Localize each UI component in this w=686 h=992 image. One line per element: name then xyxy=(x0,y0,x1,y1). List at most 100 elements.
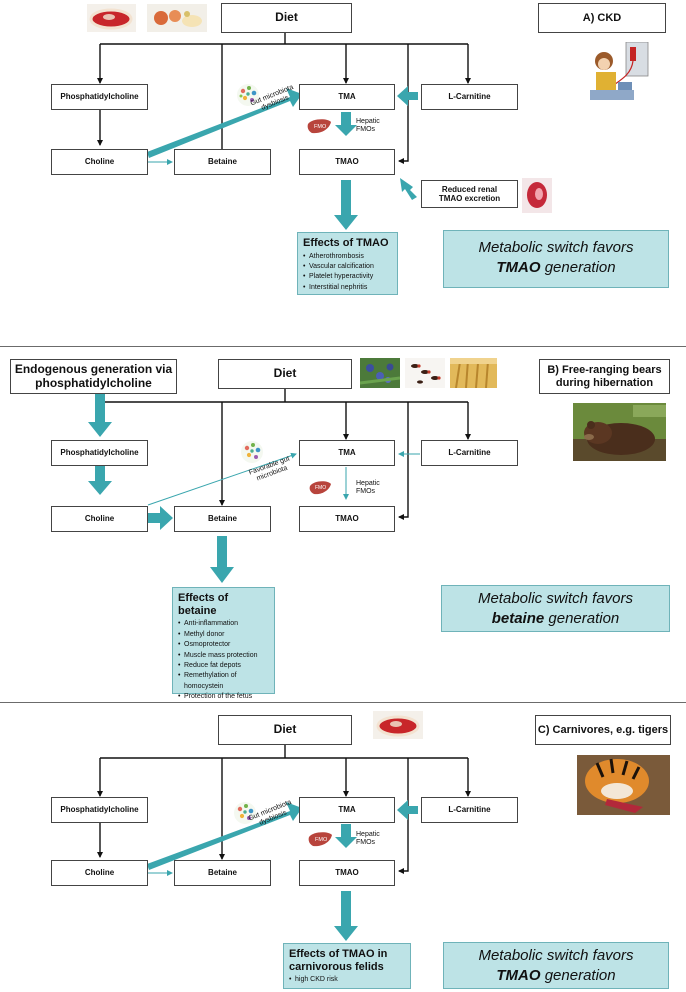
microbiota-icon xyxy=(240,440,264,464)
effect-item: Anti-inflammation xyxy=(178,619,269,630)
diet-box: Diet xyxy=(221,3,352,33)
renal-tmao-arrow xyxy=(400,178,417,200)
betaine-box: Betaine xyxy=(174,860,271,886)
seafood-icon xyxy=(147,4,207,32)
effect-item: Vascular calcification xyxy=(303,262,392,273)
microbiota-icon xyxy=(236,83,260,107)
fmo-tag: FMO xyxy=(315,837,328,843)
diet-box: Diet xyxy=(218,359,352,389)
metabolic-switch-box: Metabolic switch favors TMAO generation xyxy=(443,230,669,288)
thick-arrows xyxy=(147,800,418,941)
betaine-box: Betaine xyxy=(174,506,271,532)
effect-item: Methyl donor xyxy=(178,630,269,641)
phosphatidylcholine-box: Phosphatidylcholine xyxy=(51,440,148,466)
bear-photo xyxy=(573,403,666,461)
reduced-renal-box: Reduced renal TMAO excretion xyxy=(421,180,518,208)
panel-b: FMO Endogenous generation via phosphatid… xyxy=(0,347,686,703)
tmao-box: TMAO xyxy=(299,860,395,886)
meat-icon xyxy=(87,4,136,32)
endogenous-generation-box: Endogenous generation via phosphatidylch… xyxy=(10,359,177,394)
choline-box: Choline xyxy=(51,149,148,175)
panel-title: A) CKD xyxy=(538,3,666,33)
hepatic-fmos-label: Hepatic FMOs xyxy=(356,118,380,133)
metabolic-switch-box: Metabolic switch favors betaine generati… xyxy=(441,585,670,632)
switch-emphasis: betaine xyxy=(491,610,545,627)
thick-arrows xyxy=(147,86,418,230)
betaine-box: Betaine xyxy=(174,149,271,175)
l-carnitine-box: L-Carnitine xyxy=(421,440,518,466)
meat-icon xyxy=(373,711,423,739)
diet-connectors xyxy=(97,32,471,171)
effects-title: Effects of TMAO in carnivorous felids xyxy=(289,948,388,973)
diet-connectors xyxy=(97,745,471,874)
hepatic-fmos-label: Hepatic FMOs xyxy=(356,480,380,495)
panel-title: B) Free-ranging bears during hibernation xyxy=(539,359,670,394)
choline-tma-thin-arrow xyxy=(147,452,297,506)
switch-line3: generation xyxy=(540,967,616,984)
tma-tmao-arrow xyxy=(335,824,357,848)
liver-icon: FMO xyxy=(306,118,332,135)
effects-of-tmao-felids-box: Effects of TMAO in carnivorous felids hi… xyxy=(283,943,411,989)
choline-betaine-arrow xyxy=(148,506,173,530)
dialysis-patient-illustration xyxy=(586,42,656,108)
liver-icon: FMO xyxy=(308,480,332,496)
effects-list: Anti-inflammation Methyl donor Osmoprote… xyxy=(178,619,269,703)
tmao-effects-arrow xyxy=(334,180,358,230)
tmao-box: TMAO xyxy=(299,149,395,175)
effect-item: Muscle mass protection xyxy=(178,651,269,662)
microbiota-icon xyxy=(233,801,257,825)
kidney-icon xyxy=(522,178,552,213)
tmao-box: TMAO xyxy=(299,506,395,532)
fmo-tag: FMO xyxy=(315,485,326,491)
effect-item: Osmoprotector xyxy=(178,640,269,651)
effect-item: Protection of the fetus xyxy=(178,692,269,703)
effect-item: Atherothrombosis xyxy=(303,252,392,263)
choline-box: Choline xyxy=(51,506,148,532)
switch-emphasis: TMAO xyxy=(496,259,541,276)
endogenous-arrow xyxy=(88,387,112,437)
hepatic-fmos-label: Hepatic FMOs xyxy=(356,831,380,846)
l-carnitine-box: L-Carnitine xyxy=(421,797,518,823)
effects-of-tmao-box: Effects of TMAO Atherothrombosis Vascula… xyxy=(297,232,398,295)
berries-icon xyxy=(360,358,400,388)
switch-line3: generation xyxy=(540,259,616,276)
pc-choline-arrow xyxy=(88,466,112,495)
metabolic-switch-box: Metabolic switch favors TMAO generation xyxy=(443,942,669,989)
diet-connectors xyxy=(100,389,471,520)
liver-icon: FMO xyxy=(307,831,333,848)
switch-line1: Metabolic switch favors xyxy=(478,239,634,256)
tiger-photo xyxy=(577,755,670,815)
effects-title: Effects of TMAO xyxy=(303,237,389,249)
effects-of-betaine-box: Effects of betaine Anti-inflammation Met… xyxy=(172,587,275,703)
panel-a-arrows xyxy=(97,32,471,230)
effects-title: Effects of betaine xyxy=(178,592,229,617)
effects-list: high CKD risk xyxy=(289,975,405,986)
phosphatidylcholine-box: Phosphatidylcholine xyxy=(51,84,148,110)
tma-box: TMA xyxy=(299,84,395,110)
switch-line3: generation xyxy=(544,610,620,627)
l-carnitine-box: L-Carnitine xyxy=(421,84,518,110)
panel-divider-2 xyxy=(0,702,686,703)
fmo-tag: FMO xyxy=(314,124,327,130)
carnitine-tma-arrow xyxy=(397,800,418,820)
tma-box: TMA xyxy=(299,440,395,466)
panel-title: C) Carnivores, e.g. tigers xyxy=(535,715,671,745)
grain-icon xyxy=(450,358,497,388)
choline-box: Choline xyxy=(51,860,148,886)
choline-tma-arrow xyxy=(147,88,302,158)
tma-tmao-arrow xyxy=(335,112,357,136)
effect-item: Remethylation of homocystein xyxy=(178,671,269,692)
effect-item: Platelet hyperactivity xyxy=(303,272,392,283)
ants-icon xyxy=(405,358,445,388)
panel-b-arrows xyxy=(88,387,471,583)
effect-item: Interstitial nephritis xyxy=(303,283,392,294)
effect-item: high CKD risk xyxy=(289,975,405,986)
switch-line1: Metabolic switch favors xyxy=(478,947,634,964)
diet-box: Diet xyxy=(218,715,352,745)
switch-emphasis: TMAO xyxy=(496,967,541,984)
betaine-effects-arrow xyxy=(210,536,234,583)
effects-list: Atherothrombosis Vascular calcification … xyxy=(303,252,392,294)
panel-c: FMO Diet C) Carnivores, e.g. tigers Phos… xyxy=(0,703,686,992)
tma-box: TMA xyxy=(299,797,395,823)
thick-arrows xyxy=(88,387,234,583)
